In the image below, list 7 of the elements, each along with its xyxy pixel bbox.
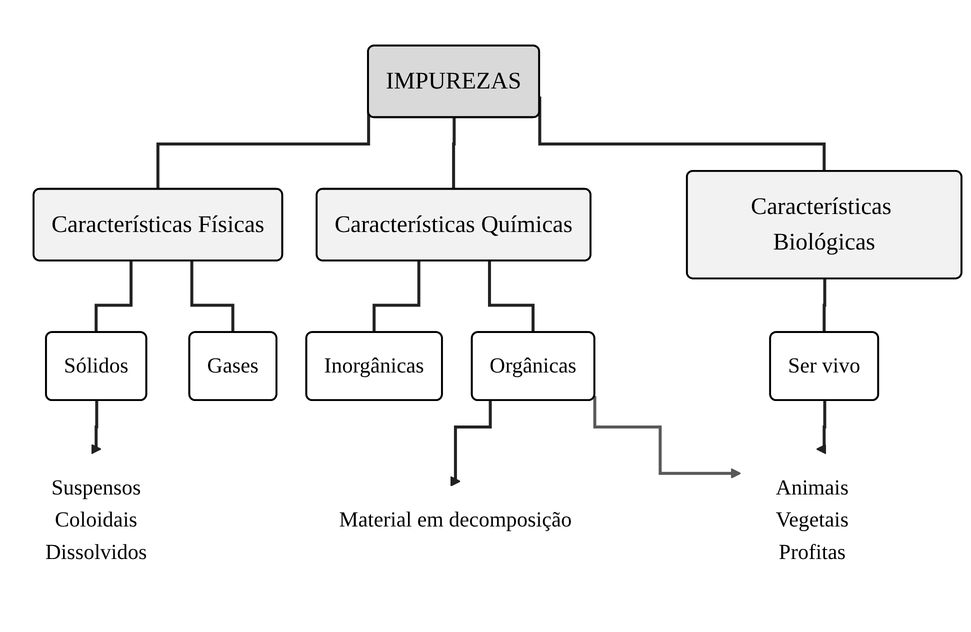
- node-text: Animais Vegetais Profitas: [776, 475, 849, 564]
- arrow: [816, 400, 827, 454]
- arrow: [450, 400, 492, 487]
- node-text: Suspensos Coloidais Dissolvidos: [45, 475, 147, 564]
- arrow: [90, 400, 102, 454]
- node-text: Material em decomposição: [339, 508, 572, 532]
- arrow: [593, 396, 742, 479]
